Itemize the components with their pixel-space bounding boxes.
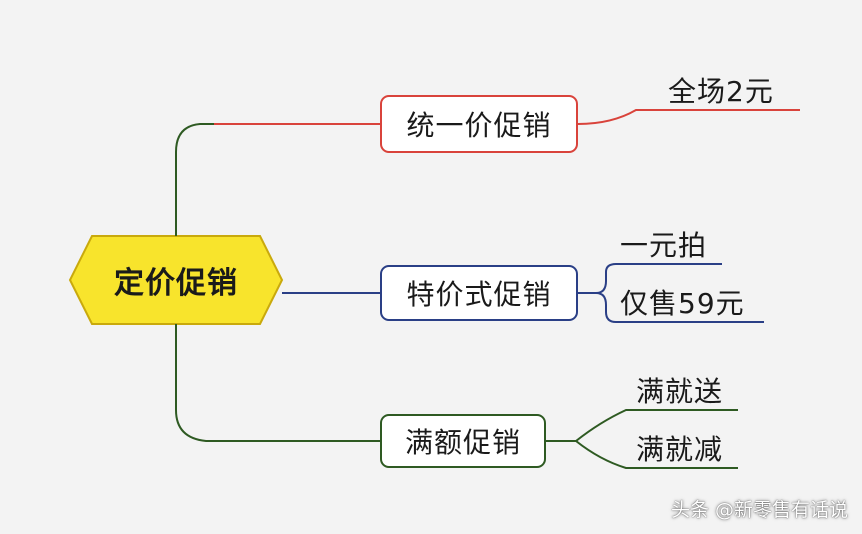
leaf-line-2-2 [578,292,764,323]
branch-node-1: 统一价促销 [380,95,578,153]
leaf-1-1: 全场2元 [668,75,774,108]
leaf-2-2: 仅售59元 [620,287,745,320]
leaf-3-1: 满就送 [636,375,724,408]
leaf-line-1-1 [577,109,800,125]
leaf-line-2-1 [578,263,722,294]
branch-node-2: 特价式促销 [380,265,578,321]
root-node-label: 定价促销 [114,266,238,301]
leaf-2-1: 一元拍 [620,229,708,262]
trunk-line-bottom [175,324,380,442]
watermark: 头条 @新零售有话说 [670,499,848,521]
trunk-line-top [175,123,214,236]
branch-node-3: 满额促销 [380,414,546,468]
leaf-line-3-2 [546,440,738,469]
root-node-shape [68,235,284,325]
leaf-3-2: 满就减 [636,433,724,466]
